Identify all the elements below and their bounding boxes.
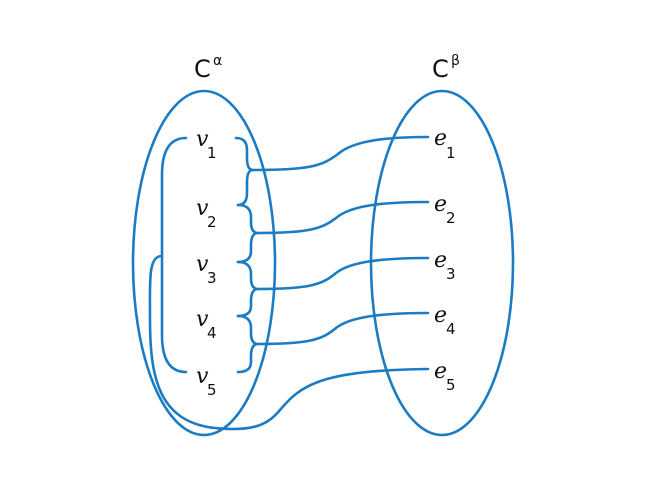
node-v3-subscript: 3 [207, 269, 217, 287]
node-v2-subscript: 2 [207, 213, 217, 231]
node-v4-letter: v [196, 307, 209, 332]
node-e2-letter: e [434, 192, 447, 217]
node-e1-letter: e [434, 126, 447, 151]
set-c-beta-title: C [432, 55, 449, 83]
loop-v1-v5 [160, 136, 188, 374]
node-v3-letter: v [196, 252, 209, 277]
set-c-alpha-superscript: α [213, 53, 222, 69]
brace-v3-v4 [236, 260, 260, 318]
node-e2-subscript: 2 [446, 209, 456, 227]
edge-to-e2 [256, 200, 430, 235]
node-v2-letter: v [196, 196, 209, 221]
node-v1-subscript: 1 [207, 144, 217, 162]
edge-to-e1 [251, 135, 430, 172]
node-v5-letter: v [196, 364, 209, 389]
brace-v4-v5 [236, 314, 260, 374]
node-e4-subscript: 4 [446, 320, 456, 338]
node-v1-letter: v [196, 127, 209, 152]
node-e1-subscript: 1 [446, 144, 456, 162]
brace-v1-v2 [234, 136, 255, 207]
set-c-beta-superscript: β [451, 53, 460, 69]
node-e5-letter: e [434, 359, 447, 384]
set-c-alpha-ellipse [131, 89, 277, 437]
brace-v2-v3 [236, 203, 260, 264]
set-c-beta-ellipse [369, 89, 515, 437]
node-e5-subscript: 5 [446, 376, 456, 394]
node-v4-subscript: 4 [207, 324, 217, 342]
node-e4-letter: e [434, 303, 447, 328]
set-c-beta-base: C [432, 55, 449, 83]
edge-to-e3 [256, 256, 430, 291]
edge-to-e5 [148, 254, 430, 431]
set-c-alpha-title: C [194, 55, 211, 83]
edge-to-e4 [256, 311, 430, 346]
set-c-alpha-base: C [194, 55, 211, 83]
node-e3-subscript: 3 [446, 265, 456, 283]
node-v5-subscript: 5 [207, 381, 217, 399]
node-e3-letter: e [434, 248, 447, 273]
